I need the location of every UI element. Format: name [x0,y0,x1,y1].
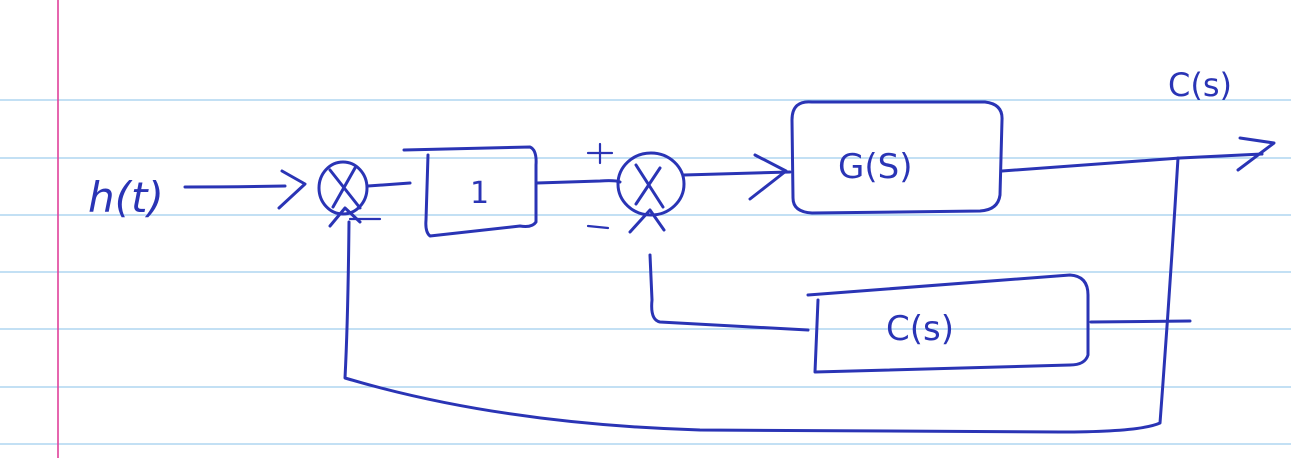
output-arrow-head [1236,136,1276,172]
input-arrow [183,184,287,189]
summing-junction-2 [616,151,686,217]
summing-junction-2-cross [634,163,665,209]
block-g-label: G(S) [838,147,912,187]
sum2-minus-mark [586,224,610,230]
input-arrow-head [277,169,307,210]
signal-line-sum2-g [682,170,792,177]
block-g [790,100,1004,215]
sum2-plus-mark [586,142,614,165]
input-label: h(t) [88,173,164,222]
signal-line-sum1-block1 [366,181,412,188]
inner-feedback-tap [1089,319,1192,324]
inner-feedback-path [648,253,810,332]
block-c [806,273,1090,374]
summing-junction-1-cross [328,166,362,210]
signal-line-sum2-g-head [748,153,788,201]
signal-line-block1-sum2 [535,179,622,185]
inner-feedback-arrow-head [628,208,666,234]
block-diagram [183,100,1276,434]
notebook-ruled-lines [0,99,1291,445]
block-1 [402,145,538,238]
block-c-label: C(s) [886,309,954,349]
summing-junction-1 [317,160,369,216]
outer-feedback-arrow-head [328,206,362,228]
output-label: C(s) [1168,66,1232,104]
block-1-label: 1 [470,176,489,211]
output-line [1000,152,1264,173]
